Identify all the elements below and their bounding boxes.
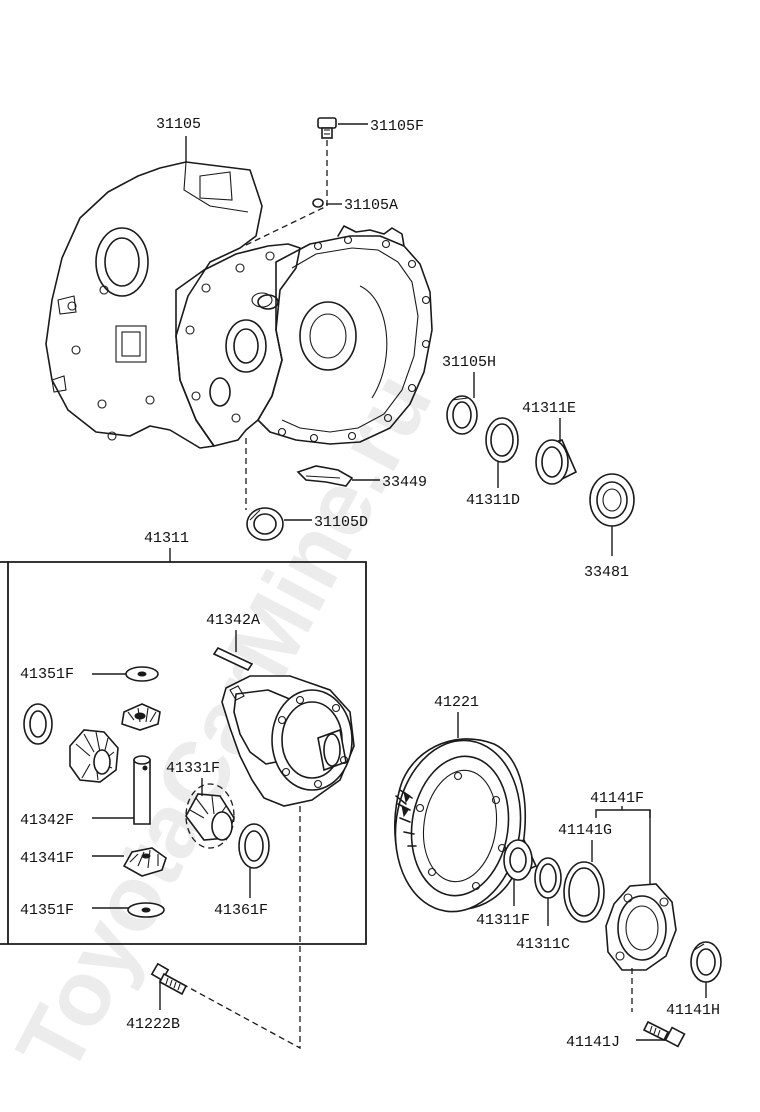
label-33481[interactable]: 33481 — [584, 564, 629, 581]
bearing-41311E[interactable] — [535, 439, 578, 485]
label-41361F[interactable]: 41361F — [214, 902, 268, 919]
pinion-gear-top[interactable] — [121, 703, 161, 731]
label-41342A[interactable]: 41342A — [206, 612, 260, 629]
label-41341F[interactable]: 41341F — [20, 850, 74, 867]
watermark: ToyotaCarMine.ru — [0, 357, 452, 1089]
o-ring-41141G[interactable] — [563, 861, 605, 923]
shim-41311D[interactable] — [485, 417, 519, 463]
label-41331F[interactable]: 41331F — [166, 760, 220, 777]
label-41222B[interactable]: 41222B — [126, 1016, 180, 1033]
label-41351F-top[interactable]: 41351F — [20, 666, 74, 683]
label-31105[interactable]: 31105 — [156, 116, 201, 133]
dash-31105F — [243, 140, 328, 247]
label-41311E[interactable]: 41311E — [522, 400, 576, 417]
pinion-gear-41341F[interactable] — [122, 847, 167, 877]
pinion-shaft-41342F[interactable] — [133, 755, 151, 825]
spacer-33449[interactable] — [296, 465, 354, 487]
label-31105H[interactable]: 31105H — [442, 354, 496, 371]
differential-case[interactable] — [221, 675, 355, 807]
subassembly-frame — [0, 561, 367, 945]
transaxle-housing[interactable] — [45, 161, 433, 449]
label-41311F[interactable]: 41311F — [476, 912, 530, 929]
bearing-retainer[interactable] — [605, 883, 677, 971]
label-31105D[interactable]: 31105D — [314, 514, 368, 531]
label-41342F[interactable]: 41342F — [20, 812, 74, 829]
ring-gear-41221[interactable] — [385, 732, 532, 920]
label-31105A[interactable]: 31105A — [344, 197, 398, 214]
label-41351F-bottom[interactable]: 41351F — [20, 902, 74, 919]
bracket-41141F — [595, 806, 651, 818]
drain-plug-31105F[interactable] — [317, 117, 337, 139]
label-31105F[interactable]: 31105F — [370, 118, 424, 135]
label-41311[interactable]: 41311 — [144, 530, 189, 547]
thrust-washer-41351F-top[interactable] — [125, 666, 159, 682]
oil-seal-31105D[interactable] — [246, 507, 284, 541]
label-41141F[interactable]: 41141F — [590, 790, 644, 807]
label-33449[interactable]: 33449 — [382, 474, 427, 491]
oil-seal-41141H[interactable] — [690, 941, 722, 983]
label-41311C[interactable]: 41311C — [516, 936, 570, 953]
oil-seal-31105H[interactable] — [446, 395, 478, 435]
label-41311D[interactable]: 41311D — [466, 492, 520, 509]
side-gear-left[interactable] — [69, 729, 119, 783]
label-41141H[interactable]: 41141H — [666, 1002, 720, 1019]
oil-seal-33481[interactable] — [589, 473, 635, 527]
bolt-41222B[interactable] — [150, 962, 188, 996]
bearing-41311F[interactable] — [503, 838, 538, 881]
side-gear-washer[interactable] — [23, 703, 53, 745]
label-41221[interactable]: 41221 — [434, 694, 479, 711]
label-41141J[interactable]: 41141J — [566, 1034, 620, 1051]
thrust-washer-41351F-bottom[interactable] — [127, 902, 165, 918]
thrust-washer-41361F[interactable] — [238, 823, 270, 869]
shim-41311C[interactable] — [534, 857, 562, 899]
gasket-31105A[interactable] — [312, 198, 324, 208]
bolt-41141J[interactable] — [642, 1020, 686, 1048]
side-gear-41331F[interactable] — [185, 783, 235, 849]
dash-case-to-bolt — [185, 806, 301, 1050]
pin-41342A[interactable] — [212, 646, 254, 672]
label-41141G[interactable]: 41141G — [558, 822, 612, 839]
